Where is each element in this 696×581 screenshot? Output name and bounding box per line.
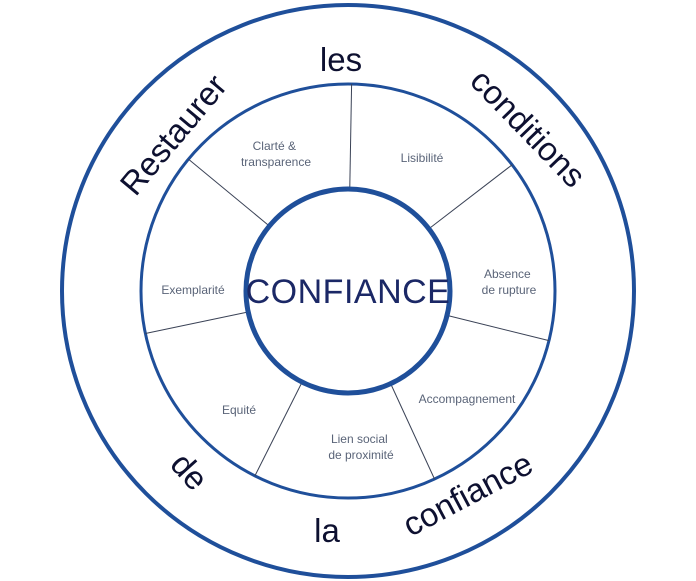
center-label: CONFIANCE — [246, 273, 451, 311]
segment-divider — [349, 83, 353, 188]
segment-label-line: de rupture — [482, 283, 537, 297]
segment-divider — [448, 315, 550, 342]
segment-label-line: Absence — [484, 267, 531, 281]
segment-label-exemplarite: Exemplarité — [161, 283, 225, 297]
segment-label-absence-rupture: Absence de rupture — [482, 267, 537, 297]
segment-label-line: Exemplarité — [161, 283, 225, 297]
segment-label-line: Equité — [222, 403, 256, 417]
middle-ring — [139, 82, 557, 500]
segment-label-lien-social: Lien social de proximité — [328, 432, 394, 462]
outer-word-la: la — [314, 512, 340, 549]
segment-label-line: Lisibilité — [401, 151, 444, 165]
segment-label-lisibilite: Lisibilité — [401, 151, 444, 165]
center-circle — [243, 186, 453, 396]
segment-label-line: de proximité — [328, 448, 394, 462]
segment-label-accompagnement: Accompagnement — [419, 392, 516, 406]
outer-word-les: les — [320, 41, 362, 78]
segment-label-clarte-transparence: Clarté & transparence — [241, 139, 311, 169]
segment-dividers — [145, 83, 550, 480]
segment-divider — [391, 385, 435, 480]
segment-label-equite: Equité — [222, 403, 256, 417]
segment-divider — [188, 158, 269, 226]
segment-divider — [254, 383, 302, 477]
outer-word-de: de — [164, 445, 216, 497]
segment-label-line: Lien social — [331, 432, 388, 446]
outer-ring — [60, 3, 636, 579]
outer-word-conditions: conditions — [463, 62, 593, 195]
segment-label-line: Clarté & — [253, 139, 296, 153]
segment-label-line: Accompagnement — [419, 392, 516, 406]
segment-divider — [145, 311, 247, 334]
segment-divider — [430, 164, 513, 228]
segment-label-line: transparence — [241, 155, 311, 169]
